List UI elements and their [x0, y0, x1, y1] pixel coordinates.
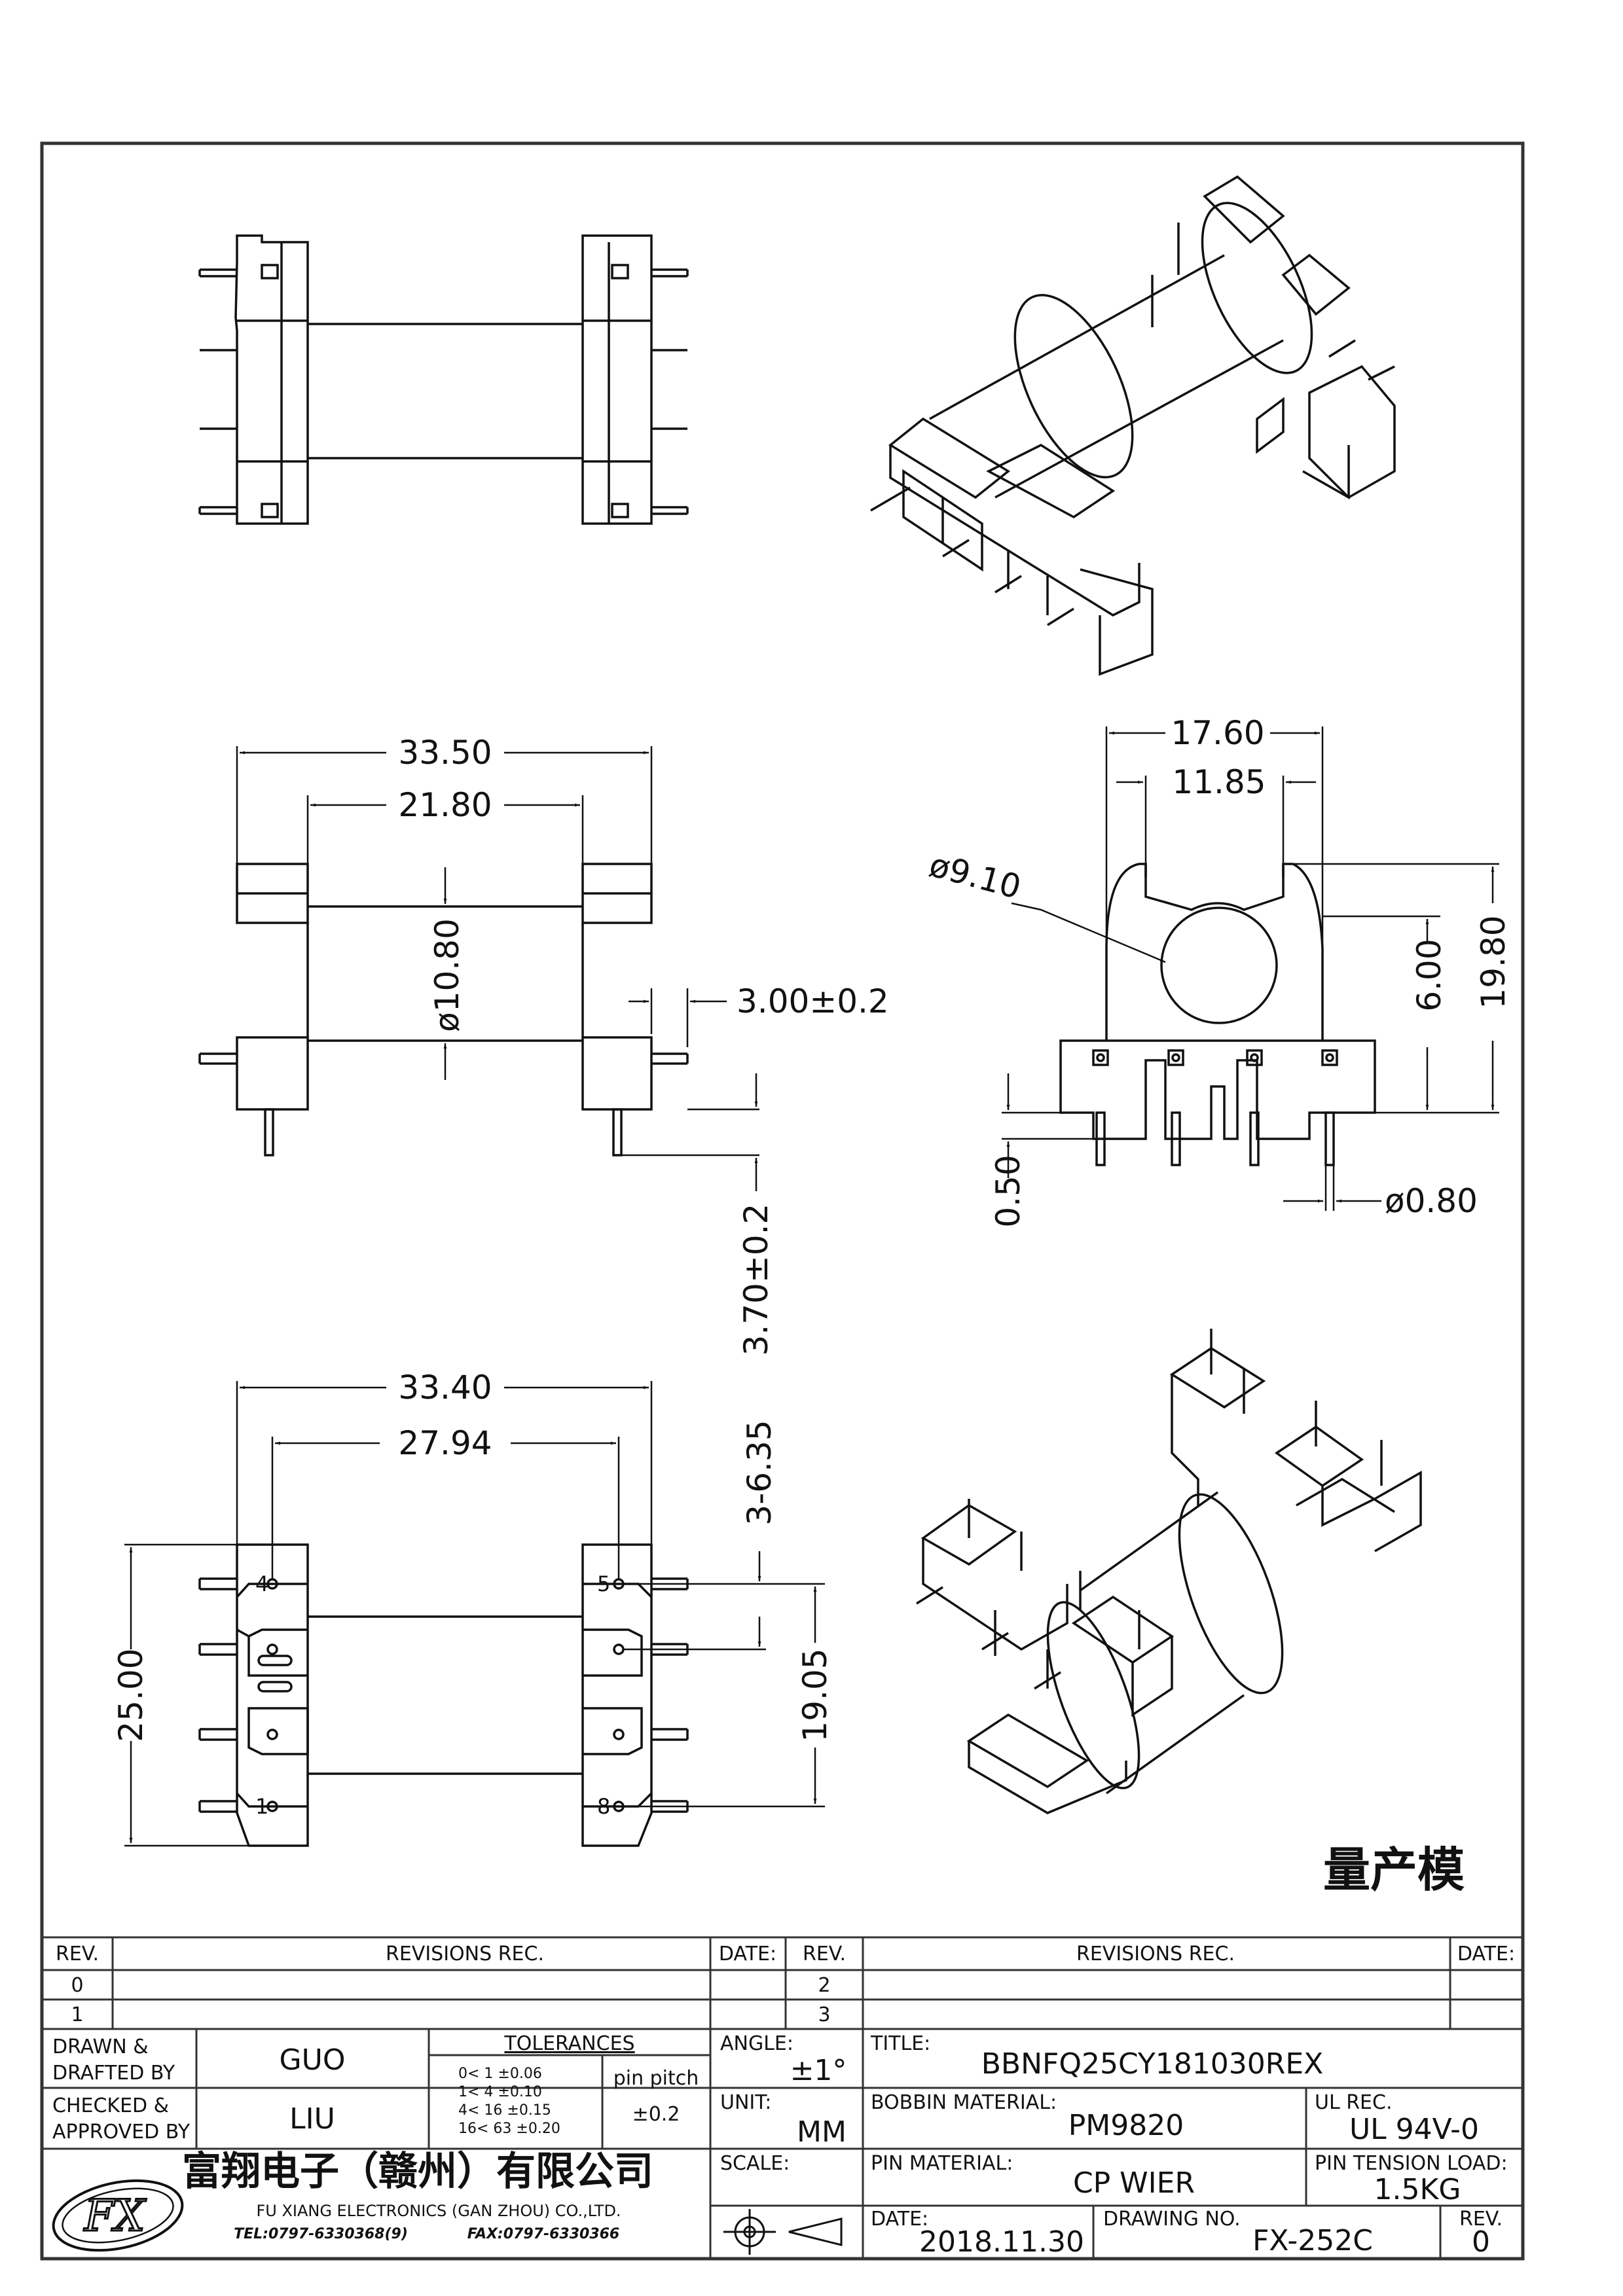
front-view-dims: [1002, 726, 1499, 1211]
side-view-middle-labels: 33.50 21.80 ø10.80 3.00±0.2 3.70±0.2: [398, 734, 888, 1355]
drawing-number-label: DRAWING NO.: [1103, 2208, 1241, 2231]
title-label: TITLE:: [870, 2032, 930, 2055]
unit-label: UNIT:: [720, 2091, 771, 2114]
rec-header-right: REVISIONS REC.: [1076, 1943, 1235, 1965]
date-label: DATE:: [871, 2208, 928, 2231]
revision-table: [42, 1936, 1523, 2030]
drawn-label-2: DRAFTED BY: [52, 2062, 175, 2085]
front-view: [1059, 863, 1376, 1166]
pin-number-8: 8: [597, 1794, 610, 1819]
logo-lettering: FX: [84, 2191, 147, 2241]
pin-material-value: CP WIER: [1073, 2166, 1195, 2200]
dim-pin-span: 27.94: [398, 1424, 492, 1462]
revision-table-text: REV. REVISIONS REC. DATE: REV. REVISIONS…: [56, 1943, 1515, 2026]
dim-hole-diameter: ø9.10: [925, 846, 1025, 906]
drawing-number-value: FX-252C: [1252, 2224, 1373, 2257]
company-tel: TEL:0797-6330368(9): [234, 2226, 408, 2242]
title-value: BBNFQ25CY181030REX: [981, 2047, 1324, 2081]
bottom-view-labels: 33.40 27.94 25.00 3-6.35 19.05 4 1 5 8: [112, 1369, 834, 1819]
dim-front-width: 17.60: [1171, 714, 1264, 752]
dim-bottom-overall: 33.40: [398, 1369, 492, 1407]
bottom-view: [198, 1543, 689, 1847]
sheet-border: [40, 141, 1525, 2261]
date-header-right: DATE:: [1457, 1943, 1515, 1965]
dim-flange-thickness: 3.00±0.2: [737, 982, 889, 1020]
side-view-middle-dims: [236, 746, 759, 1191]
angle-label: ANGLE:: [720, 2032, 793, 2055]
dim-front-inner: 11.85: [1172, 763, 1266, 801]
dim-pin-length: 3.70±0.2: [737, 1204, 775, 1356]
isometric-view-top: [870, 175, 1396, 676]
pin-tension-label: PIN TENSION LOAD:: [1315, 2152, 1508, 2175]
checked-label-1: CHECKED &: [52, 2094, 169, 2117]
front-view-labels: 17.60 11.85 ø9.10 6.00 19.80 0.50 ø0.80: [925, 714, 1512, 1228]
dim-pin-pitch: 3-6.35: [740, 1420, 778, 1525]
dim-side-overall: 33.50: [398, 734, 492, 772]
bobbin-material-value: PM9820: [1068, 2109, 1184, 2142]
dim-base-offset: 0.50: [989, 1155, 1027, 1227]
company-name-cn: 富翔电子（赣州）有限公司: [182, 2149, 653, 2195]
rev-header-left: REV.: [56, 1943, 99, 1965]
projection-symbol-icon: [723, 2209, 843, 2255]
title-block-grid: [42, 2029, 1523, 2259]
checked-by-value: LIU: [289, 2102, 335, 2136]
rev-header-right: REV.: [803, 1943, 846, 1965]
bobbin-material-label: BOBBIN MATERIAL:: [871, 2091, 1057, 2114]
mass-production-stamp: 量产模: [1323, 1842, 1465, 1897]
rev-row-0: 0: [71, 1974, 83, 1997]
ul-rec-value: UL 94V-0: [1349, 2113, 1479, 2146]
tolerances-label: TOLERANCES: [503, 2032, 634, 2055]
date-header-left: DATE:: [719, 1943, 776, 1965]
dim-front-height: 19.80: [1474, 915, 1512, 1009]
bottom-view-dims: [124, 1381, 825, 1847]
title-block-text: DRAWN & DRAFTED BY GUO CHECKED & APPROVE…: [52, 2032, 1508, 2259]
checked-label-2: APPROVED BY: [52, 2121, 191, 2144]
dim-front-height-small: 6.00: [1410, 939, 1448, 1011]
angle-value: ±1°: [790, 2054, 847, 2087]
rev-row-3: 3: [818, 2003, 830, 2026]
company-logo: FX: [52, 2179, 184, 2252]
tolerance-row-2: 1< 4 ±0.10: [458, 2084, 542, 2100]
rev-row-1: 1: [71, 2003, 83, 2026]
dim-core-diameter: ø10.80: [428, 918, 466, 1032]
dim-pin-row: 19.05: [796, 1648, 834, 1742]
dim-side-inner: 21.80: [398, 786, 492, 824]
pin-pitch-tolerance: ±0.2: [632, 2103, 680, 2126]
side-view-top: [198, 234, 689, 525]
side-view-middle: [198, 863, 689, 1157]
rec-header-left: REVISIONS REC.: [386, 1943, 544, 1965]
date-value: 2018.11.30: [919, 2225, 1084, 2259]
pin-number-1: 1: [255, 1794, 268, 1819]
rev-row-2: 2: [818, 1974, 830, 1997]
company-fax: FAX:0797-6330366: [467, 2226, 620, 2242]
dim-pin-diameter: ø0.80: [1385, 1182, 1478, 1220]
dim-bottom-height: 25.00: [112, 1648, 150, 1742]
tolerance-row-4: 16< 63 ±0.20: [458, 2121, 560, 2137]
scale-label: SCALE:: [720, 2152, 790, 2175]
ul-rec-label: UL REC.: [1315, 2091, 1393, 2114]
company-name-en: FU XIANG ELECTRONICS (GAN ZHOU) CO.,LTD.: [256, 2202, 621, 2220]
drawn-label-1: DRAWN &: [52, 2036, 149, 2058]
pin-pitch-label: pin pitch: [613, 2067, 699, 2090]
pin-number-5: 5: [597, 1571, 610, 1596]
rev-label: REV.: [1459, 2208, 1503, 2231]
drawn-by-value: GUO: [280, 2043, 346, 2077]
rev-value: 0: [1472, 2225, 1490, 2259]
tolerance-row-1: 0< 1 ±0.06: [458, 2066, 542, 2082]
tolerance-row-3: 4< 16 ±0.15: [458, 2102, 551, 2119]
pin-tension-value: 1.5KG: [1374, 2173, 1461, 2206]
unit-value: MM: [797, 2115, 847, 2149]
isometric-view-bottom: [916, 1329, 1422, 1814]
pin-number-4: 4: [255, 1571, 268, 1596]
pin-material-label: PIN MATERIAL:: [871, 2152, 1013, 2175]
